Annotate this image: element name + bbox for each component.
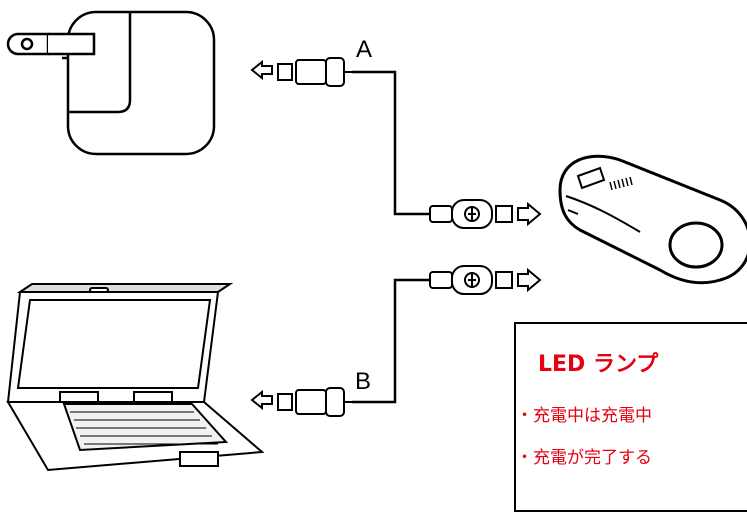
usb-a-plug-icon [250, 387, 352, 417]
laptop-icon [6, 283, 265, 472]
usb-a-plug-icon [250, 57, 352, 87]
micro-usb-plug-icon [429, 199, 542, 229]
direction-arrow-icon [250, 59, 273, 81]
device-icon [558, 154, 747, 285]
cable-label-b: B [355, 368, 372, 395]
wall-adapter-icon [6, 10, 216, 156]
cable-b [352, 278, 430, 404]
micro-usb-plug-icon [429, 265, 542, 295]
led-line-complete: ・充電が完了する [516, 448, 652, 468]
cable-a [352, 70, 430, 216]
led-title: LED ランプ [538, 352, 659, 377]
direction-arrow-icon [517, 201, 542, 227]
cable-label-a: A [356, 36, 373, 63]
direction-arrow-icon [250, 389, 273, 411]
connection-diagram [6, 10, 747, 472]
direction-arrow-icon [517, 267, 542, 293]
led-line-charging: ・充電中は充電中 [516, 406, 652, 426]
led-info-panel: LED ランプ ・充電中は充電中 ・充電が完了する [514, 322, 747, 512]
